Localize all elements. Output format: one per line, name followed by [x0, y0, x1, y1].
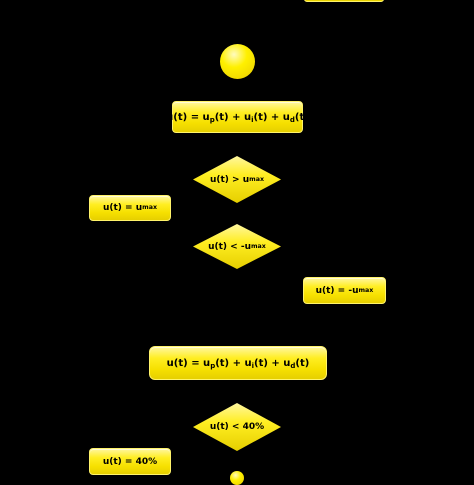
diamond-shape	[193, 224, 281, 269]
pid-formula-box-1: u(t) = up(t) + ui(t) + ud(t)	[166, 101, 309, 133]
decision-40-percent: u(t) < 40%	[193, 403, 281, 451]
top-process-box	[304, 0, 384, 2]
set-40-percent-box: u(t) = 40%	[89, 448, 171, 475]
formula-1-text: u(t) = up(t) + ui(t) + ud(t)	[166, 111, 309, 124]
diamond-shape	[193, 403, 281, 451]
decision-40-percent-label: u(t) < 40%	[209, 422, 265, 432]
start-circle	[220, 44, 255, 79]
pid-formula-box-2: u(t) = up(t) + ui(t) + ud(t)	[149, 346, 327, 380]
formula-2-text: u(t) = up(t) + ui(t) + ud(t)	[166, 357, 310, 370]
diamond-shape	[193, 156, 281, 203]
end-circle	[230, 471, 244, 485]
